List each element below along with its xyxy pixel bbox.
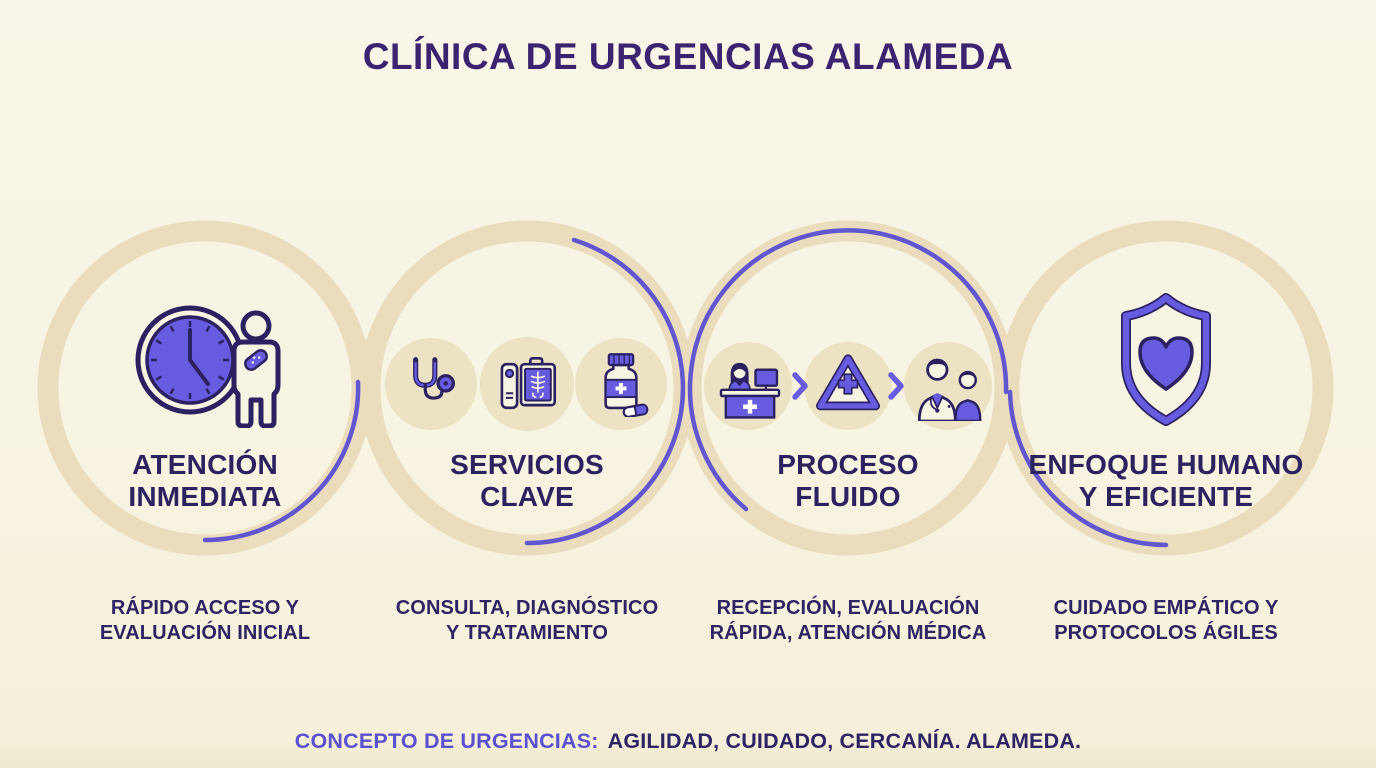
concept-statement: CONCEPTO DE URGENCIAS: AGILIDAD, CUIDADO,… xyxy=(0,729,1376,754)
arrow-right-icon xyxy=(887,371,905,401)
step-description-line: CUIDADO EMPÁTICO Y xyxy=(1053,597,1279,619)
step-title-servicios-clave: SERVICIOS CLAVE xyxy=(357,449,697,512)
step-description-line: EVALUACIÓN INICIAL xyxy=(99,621,311,644)
triage-triangle-icon xyxy=(814,352,882,414)
step-title-line: FLUIDO xyxy=(795,480,901,512)
step-description-1: RÁPIDO ACCESO Y EVALUACIÓN INICIAL xyxy=(25,596,385,645)
doctor-patient-icon xyxy=(908,351,986,421)
step-description-line: Y TRATAMIENTO xyxy=(445,621,609,644)
step-description-line: RECEPCIÓN, EVALUACIÓN xyxy=(716,597,980,619)
xray-monitor-icon xyxy=(494,351,560,417)
step-title-line: SERVICIOS xyxy=(450,449,604,480)
step-description-4: CUIDADO EMPÁTICO Y PROTOCOLOS ÁGILES xyxy=(986,596,1346,645)
shield-heart-icon xyxy=(1104,291,1228,427)
step-description-line: PROTOCOLOS ÁGILES xyxy=(1054,621,1278,644)
reception-desk-icon xyxy=(712,351,788,421)
flow-line xyxy=(202,228,1169,548)
step-title-enfoque-humano: ENFOQUE HUMANO Y EFICIENTE xyxy=(996,449,1336,512)
step-title-atencion-inmediata: ATENCIÓN INMEDIATA xyxy=(35,449,375,512)
step-title-line: Y EFICIENTE xyxy=(1078,480,1254,512)
concept-label: CONCEPTO DE URGENCIAS: xyxy=(294,729,599,753)
step-description-2: CONSULTA, DIAGNÓSTICO Y TRATAMIENTO xyxy=(347,596,707,645)
concept-text: AGILIDAD, CUIDADO, CERCANÍA. ALAMEDA. xyxy=(607,729,1082,753)
step-title-line: INMEDIATA xyxy=(128,480,282,512)
step-description-line: RÁPIDO ACCESO Y xyxy=(110,597,300,619)
step-title-proceso-fluido: PROCESO FLUIDO xyxy=(678,449,1018,512)
page-title: CLÍNICA DE URGENCIAS ALAMEDA xyxy=(362,36,1014,77)
stethoscope-icon xyxy=(399,352,463,416)
step-description-line: RÁPIDA, ATENCIÓN MÉDICA xyxy=(709,621,987,644)
step-title-line: ATENCIÓN xyxy=(132,449,278,480)
step-description-line: CONSULTA, DIAGNÓSTICO xyxy=(395,597,659,619)
clock-patient-icon xyxy=(132,294,286,428)
step-description-3: RECEPCIÓN, EVALUACIÓN RÁPIDA, ATENCIÓN M… xyxy=(668,596,1028,645)
step-title-line: ENFOQUE HUMANO xyxy=(1028,449,1304,480)
step-title-line: PROCESO xyxy=(777,449,919,480)
arrow-right-icon xyxy=(791,371,809,401)
step-title-line: CLAVE xyxy=(480,480,574,512)
medicine-bottle-icon xyxy=(589,349,653,417)
